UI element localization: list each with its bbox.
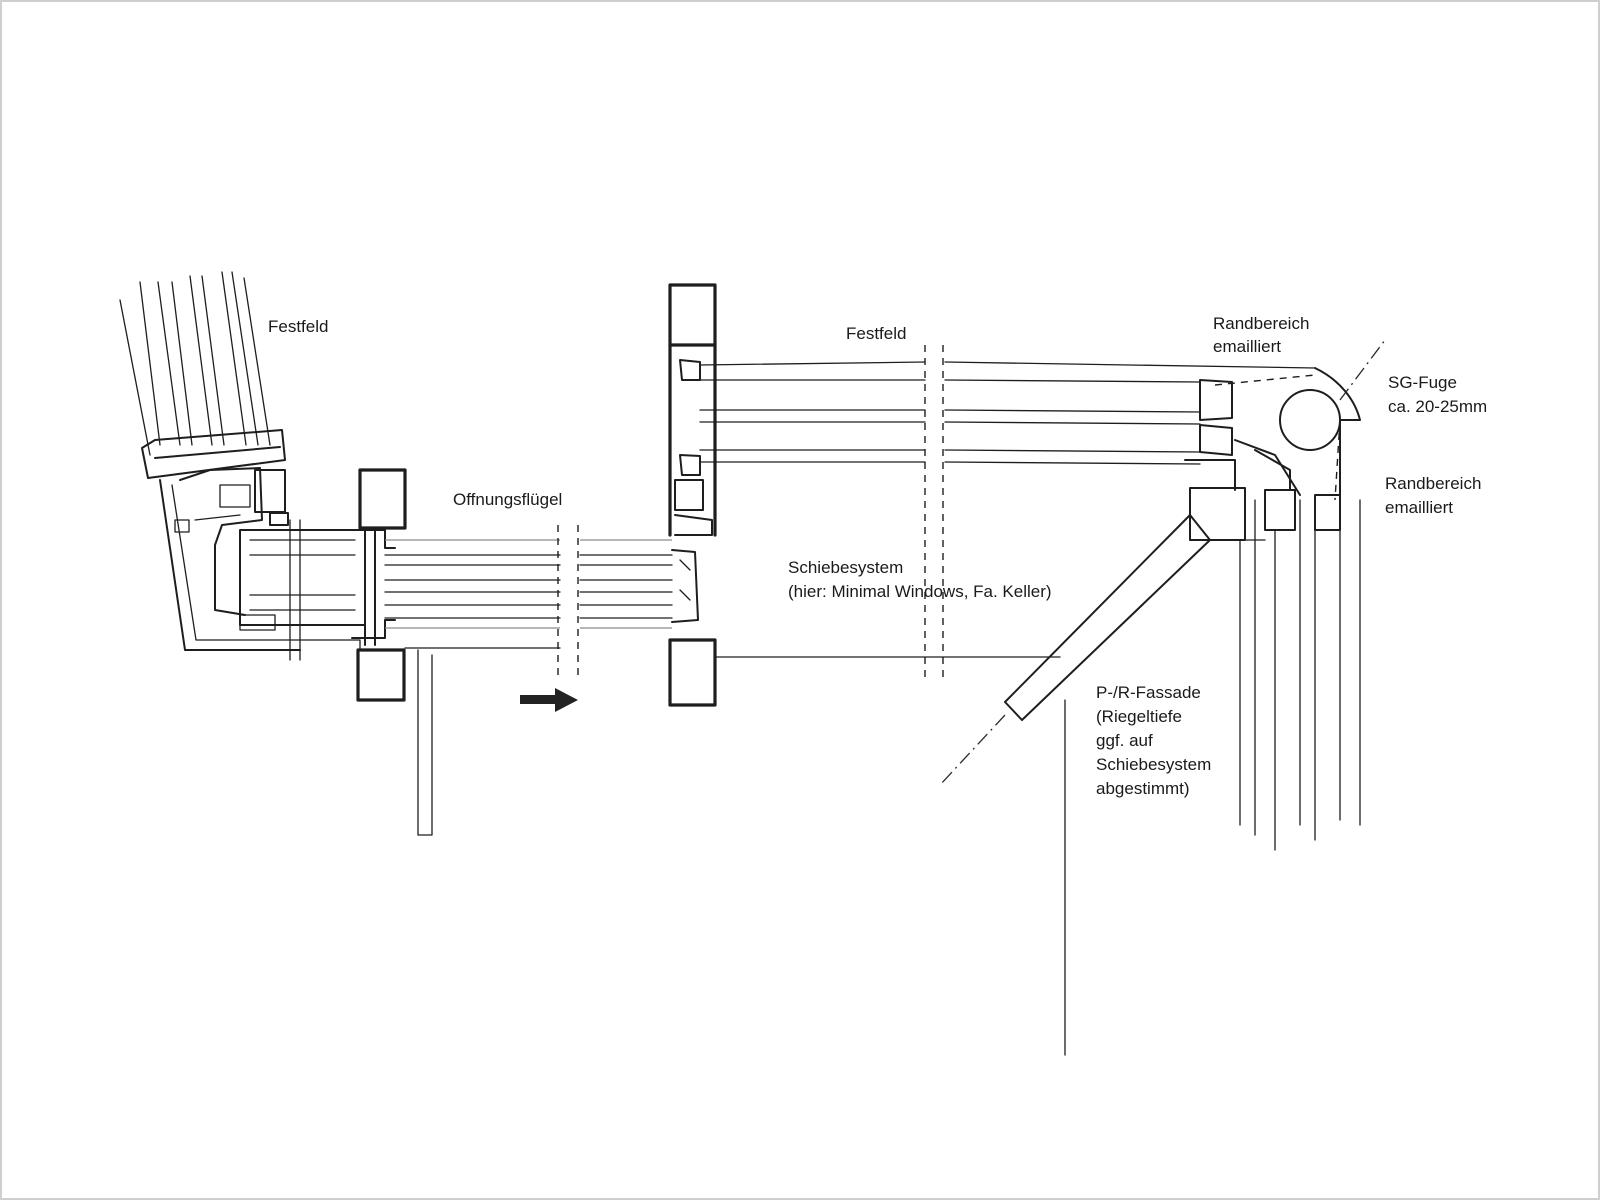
label-edge-area-right-line2: emailliert <box>1385 498 1454 517</box>
label-pr-facade-line3: ggf. auf <box>1096 731 1153 750</box>
right-fixed-glazing <box>699 345 1316 680</box>
opening-sash-glazing <box>384 525 699 680</box>
label-edge-area-right-line1: Randbereich <box>1385 474 1482 493</box>
mullion-lines <box>1239 499 1361 851</box>
left-fixed-glazing <box>119 271 271 456</box>
label-festfeld-right: Festfeld <box>846 324 907 343</box>
left-posts <box>351 468 561 836</box>
label-pr-facade-line4: Schiebesystem <box>1096 755 1212 774</box>
pr-facade-member <box>939 339 1386 1056</box>
slide-direction-arrow <box>520 688 578 712</box>
left-frame-profile <box>141 429 366 661</box>
label-sliding-system-detail: (hier: Minimal Windows, Fa. Keller) <box>788 582 1052 601</box>
label-edge-area-top-line2: emailliert <box>1213 337 1282 356</box>
label-pr-facade-line2: (Riegeltiefe <box>1096 707 1182 726</box>
label-pr-facade-line1: P-/R-Fassade <box>1096 683 1201 702</box>
corner-node <box>1184 367 1361 541</box>
label-festfeld-left: Festfeld <box>268 317 329 336</box>
label-opening-sash: Offnungsflügel <box>453 490 563 509</box>
label-sg-joint-line2: ca. 20-25mm <box>1388 397 1488 416</box>
label-sliding-system: Schiebesystem <box>788 558 904 577</box>
middle-post <box>668 283 1061 707</box>
label-pr-facade-line5: abgestimmt) <box>1096 779 1190 798</box>
label-sg-joint-line1: SG-Fuge <box>1388 373 1457 392</box>
label-edge-area-top-line1: Randbereich <box>1213 314 1310 333</box>
